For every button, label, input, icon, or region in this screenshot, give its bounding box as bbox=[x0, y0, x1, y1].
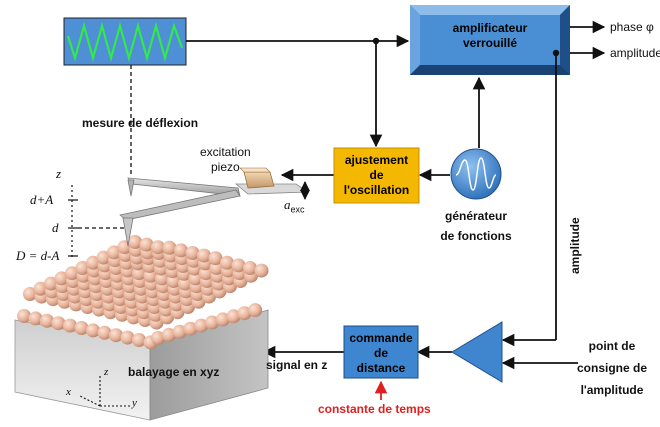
wiring bbox=[186, 20, 606, 370]
coord-z-label: z bbox=[104, 366, 109, 378]
atom bbox=[183, 321, 198, 336]
coordinate-axes bbox=[79, 376, 130, 407]
atom bbox=[197, 248, 211, 263]
atom bbox=[97, 325, 112, 340]
atom bbox=[51, 316, 66, 331]
atom bbox=[128, 235, 142, 249]
atom bbox=[96, 250, 111, 265]
atom bbox=[65, 266, 79, 281]
atom bbox=[215, 312, 230, 327]
atom bbox=[161, 327, 176, 342]
atom bbox=[120, 330, 135, 345]
atom bbox=[151, 331, 165, 345]
atom bbox=[75, 261, 90, 275]
atom bbox=[107, 245, 121, 260]
atom bbox=[248, 303, 263, 318]
axis-d-plus-a-label: d+A bbox=[30, 192, 54, 207]
atom bbox=[151, 240, 165, 255]
axis-d-label: d bbox=[52, 220, 59, 235]
atom bbox=[237, 306, 252, 321]
distance-control-block bbox=[343, 325, 419, 379]
atom bbox=[86, 323, 100, 338]
atom bbox=[205, 315, 219, 330]
atom bbox=[243, 261, 257, 275]
oscillation-adjust-block bbox=[333, 147, 420, 204]
atom bbox=[54, 271, 69, 286]
time-constant-label: constante de temps bbox=[318, 402, 431, 416]
atom bbox=[220, 255, 234, 270]
coord-x-label: x bbox=[66, 386, 71, 398]
atom bbox=[185, 246, 200, 260]
amplifier-block bbox=[410, 5, 570, 75]
atom bbox=[17, 309, 31, 323]
atom bbox=[28, 311, 43, 326]
atom bbox=[109, 328, 123, 343]
atom bbox=[33, 281, 48, 296]
axis-D-label: D = d-A bbox=[16, 248, 60, 263]
atom bbox=[172, 324, 187, 339]
amplitude-output-label: amplitude A bbox=[610, 46, 660, 60]
atom bbox=[63, 318, 77, 333]
atom bbox=[139, 237, 154, 252]
atom bbox=[208, 251, 223, 266]
a-exc-label: aexc bbox=[284, 197, 305, 215]
atom bbox=[44, 276, 58, 291]
atom bbox=[174, 243, 188, 258]
axis-z-label: z bbox=[56, 166, 62, 181]
atom bbox=[132, 333, 146, 347]
atom bbox=[86, 255, 100, 270]
atom bbox=[194, 318, 209, 333]
atom bbox=[226, 309, 241, 324]
sample-surface bbox=[14, 235, 269, 421]
atom bbox=[162, 240, 177, 255]
height-axis bbox=[68, 185, 132, 258]
atom bbox=[74, 321, 89, 335]
phase-output-label: phase φ bbox=[610, 20, 654, 34]
oscillator-display bbox=[63, 17, 187, 66]
amplitude-vertical-label: amplitude bbox=[568, 217, 582, 274]
cantilever bbox=[119, 167, 310, 247]
scan-label: balayage en xyz bbox=[128, 365, 220, 379]
atom bbox=[254, 263, 269, 278]
comparator-triangle bbox=[451, 321, 503, 383]
atom bbox=[23, 287, 37, 301]
deflection-label: mesure de déflexion bbox=[82, 116, 199, 130]
atom bbox=[231, 258, 246, 273]
coord-y-label: y bbox=[132, 397, 137, 409]
z-signal-label: signal en z bbox=[266, 358, 328, 372]
function-generator bbox=[450, 148, 502, 200]
atom bbox=[40, 313, 54, 328]
